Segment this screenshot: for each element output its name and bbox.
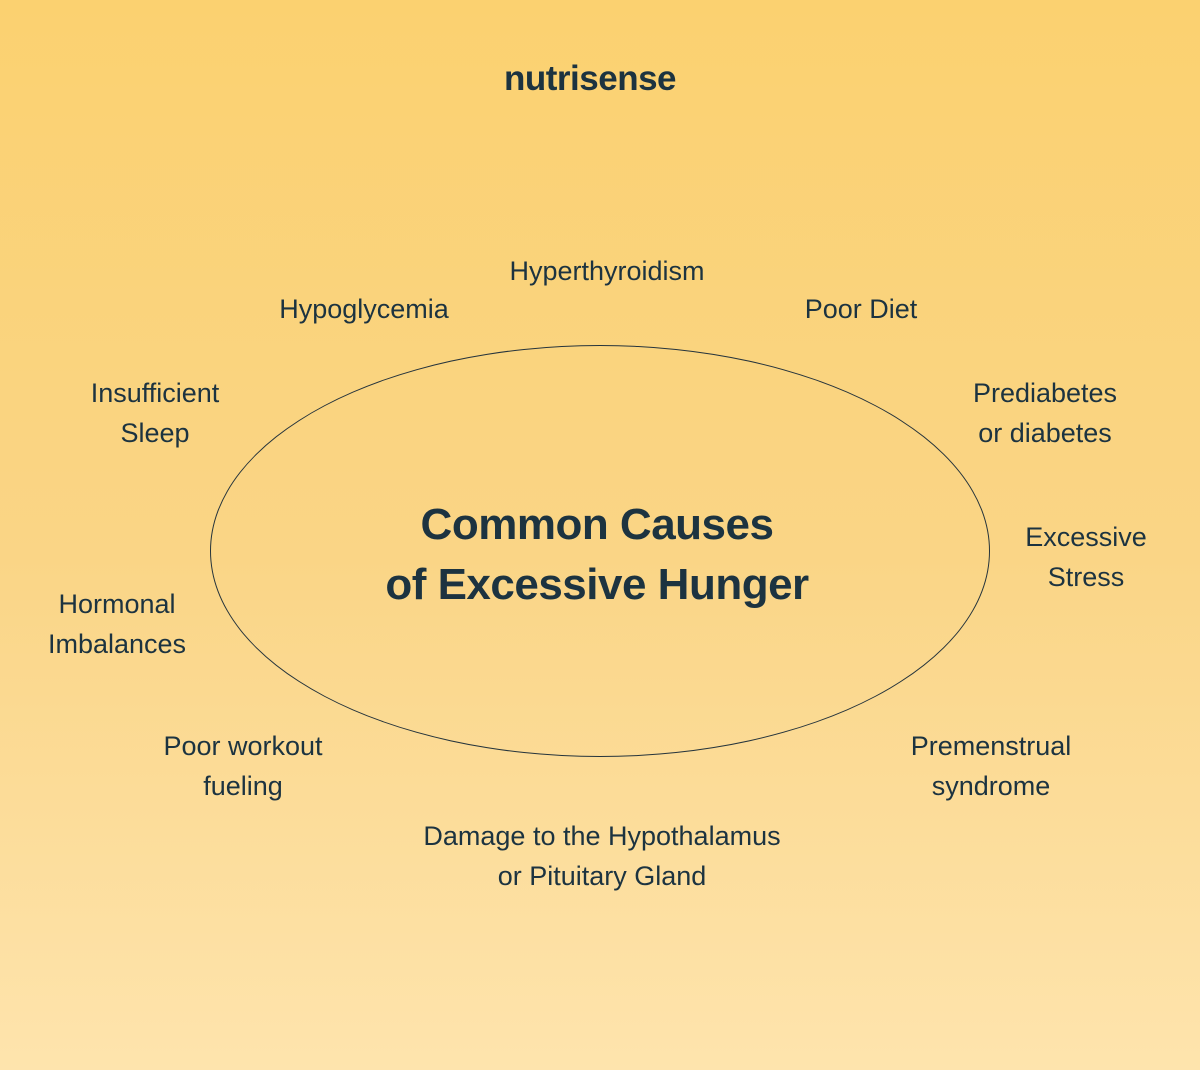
diagram-title: Common Causes of Excessive Hunger: [385, 495, 809, 615]
cause-label-damage-to-hypothalamus-or-pituitary-gland: Damage to the Hypothalamus or Pituitary …: [423, 821, 781, 891]
cause-label-insufficient-sleep: Insufficient Sleep: [90, 378, 220, 448]
brand-logo: nutrisense: [504, 59, 677, 98]
cause-label-hyperthyroidism: Hyperthyroidism: [509, 256, 705, 286]
cause-label-poor-workout-fueling: Poor workout fueling: [163, 731, 323, 801]
cause-label-hypoglycemia: Hypoglycemia: [279, 294, 449, 324]
center-ellipse-outline: [210, 345, 990, 757]
cause-label-excessive-stress: Excessive Stress: [1025, 522, 1147, 592]
cause-label-hormonal-imbalances: Hormonal Imbalances: [47, 589, 187, 659]
diagram-title-line2: of Excessive Hunger: [385, 560, 809, 609]
diagram-title-line1: Common Causes: [420, 500, 774, 549]
cause-label-premenstrual-syndrome: Premenstrual syndrome: [910, 731, 1072, 801]
cause-label-prediabetes-or-diabetes: Prediabetes or diabetes: [972, 378, 1118, 448]
cause-label-poor-diet: Poor Diet: [804, 294, 918, 324]
